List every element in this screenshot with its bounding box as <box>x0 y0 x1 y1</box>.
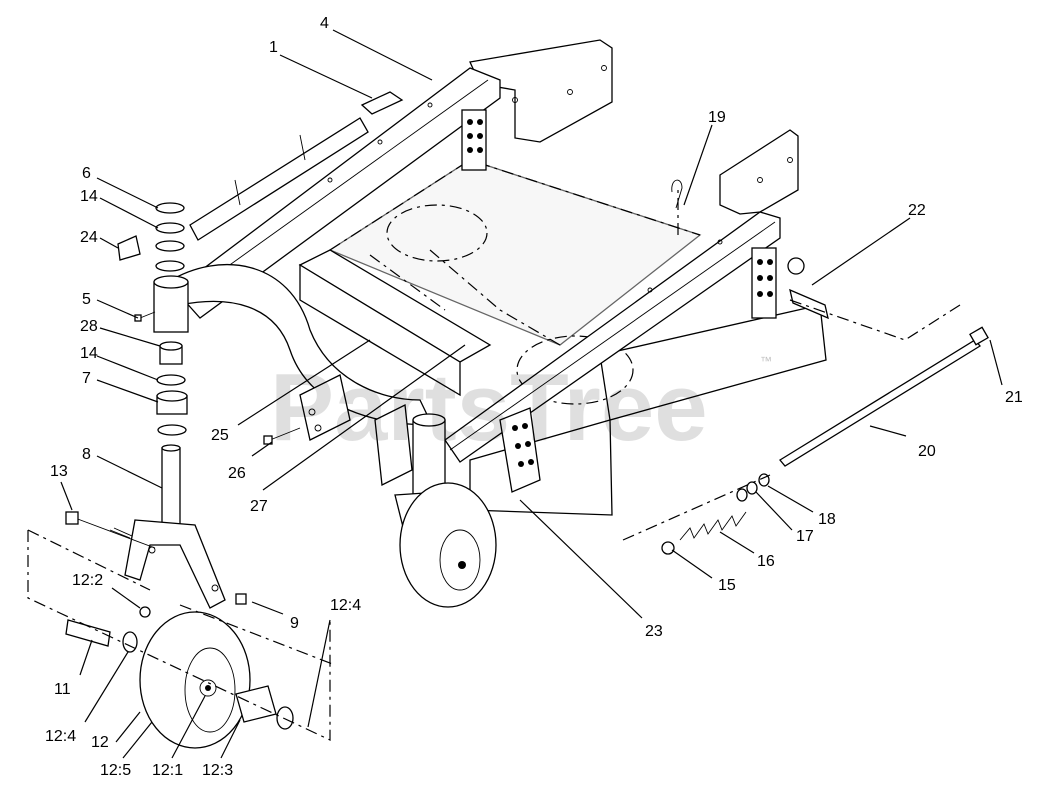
callout-26: 26 <box>228 465 246 482</box>
caster-arm-tube <box>167 264 434 426</box>
height-plate-rear <box>461 109 487 171</box>
callout-24: 24 <box>80 229 98 246</box>
callout-13: 13 <box>50 463 68 480</box>
callout-12-2: 12:2 <box>72 572 103 589</box>
caster-spacer-tube <box>65 619 111 647</box>
rear-mount-bracket-right <box>719 129 799 215</box>
callout-12-3: 12:3 <box>202 762 233 779</box>
hairpin-19 <box>671 179 683 209</box>
callout-12-4: 12:4 <box>330 597 361 614</box>
callout-9: 9 <box>290 615 299 632</box>
linkage-rod <box>779 326 989 467</box>
decal-24 <box>117 235 141 261</box>
callout-28: 28 <box>80 318 98 335</box>
callout-5: 5 <box>82 291 91 308</box>
bearing-left <box>122 631 138 653</box>
grease-fitting <box>139 606 151 618</box>
bolt-5 <box>134 311 156 322</box>
callout-20: 20 <box>918 443 936 460</box>
leader-lines <box>60 29 1003 759</box>
wheel-spacer <box>235 685 277 723</box>
alignment-lines <box>27 190 961 741</box>
label-1 <box>360 91 404 115</box>
callout-12-4: 12:4 <box>45 728 76 745</box>
front-caster-right <box>394 413 497 608</box>
callout-27: 27 <box>250 498 268 515</box>
pivot-arm-plate <box>299 374 413 486</box>
callout-4: 4 <box>320 15 329 32</box>
height-plate-right <box>751 247 777 319</box>
caster-wheel <box>139 611 251 749</box>
callout-23: 23 <box>645 623 663 640</box>
callout-25: 25 <box>211 427 229 444</box>
callout-17: 17 <box>796 528 814 545</box>
mower-deck <box>328 159 827 516</box>
callout-21: 21 <box>1005 389 1023 406</box>
callout-7: 7 <box>82 370 91 387</box>
callout-12-5: 12:5 <box>100 762 131 779</box>
callout-15: 15 <box>718 577 736 594</box>
callout-1: 1 <box>269 39 278 56</box>
callout-8: 8 <box>82 446 91 463</box>
callout-12: 12 <box>91 734 109 751</box>
watermark: PartsTree <box>270 354 708 461</box>
caster-spindle-stack <box>153 202 189 529</box>
callout-6: 6 <box>82 165 91 182</box>
pivot-pin-22 <box>787 257 829 320</box>
axle-bolt <box>65 511 156 549</box>
watermark-trademark: ™ <box>760 354 772 368</box>
rail-bracket <box>189 117 369 241</box>
spring <box>679 511 747 541</box>
locknut <box>235 593 247 605</box>
bolt-26 <box>263 427 301 445</box>
cross-member <box>298 249 492 397</box>
callout-14: 14 <box>80 345 98 362</box>
callout-18: 18 <box>818 511 836 528</box>
callout-22: 22 <box>908 202 926 219</box>
callout-16: 16 <box>757 553 775 570</box>
callout-labels: 1 4 6 14 24 5 28 14 7 8 13 12:2 11 12:4 … <box>45 15 1023 779</box>
height-plate-front <box>499 407 541 493</box>
callout-11: 11 <box>54 681 71 698</box>
caster-fork <box>124 519 226 609</box>
frame-rail-right <box>444 211 781 463</box>
bearing-right <box>276 706 294 730</box>
callout-14: 14 <box>80 188 98 205</box>
spring-hardware <box>661 473 770 555</box>
callout-19: 19 <box>708 109 726 126</box>
frame-rail-left <box>174 67 501 319</box>
callout-12-1: 12:1 <box>152 762 183 779</box>
